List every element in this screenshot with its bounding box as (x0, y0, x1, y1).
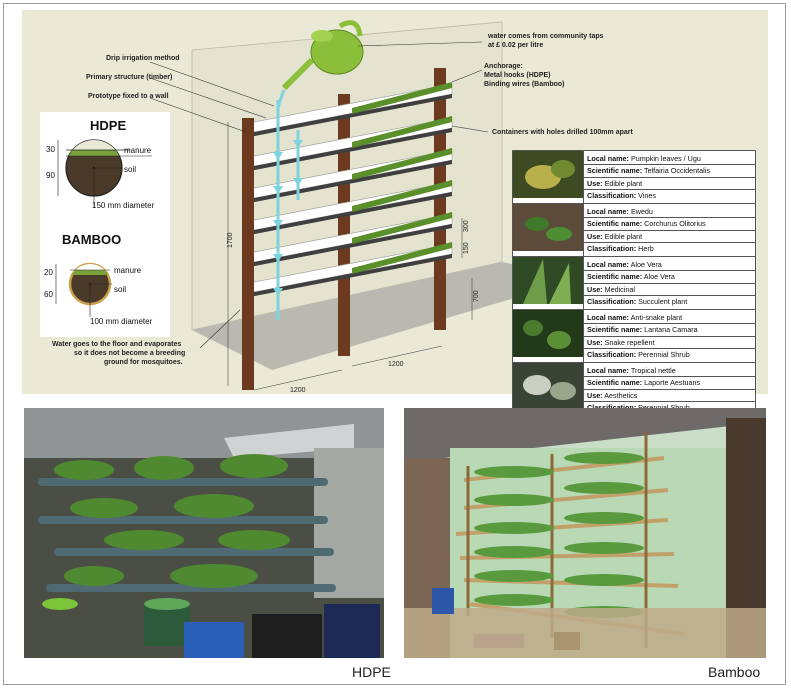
hdpe-plants (54, 454, 290, 588)
tropical-nettle-image (513, 363, 583, 410)
dim-1700: 1700 (227, 232, 234, 248)
dimension-lines (227, 122, 473, 391)
timber-post-middle (338, 94, 350, 356)
plant-info-nettle: Local name: Tropical nettle Scientific n… (583, 362, 756, 416)
pumpkin-leaf-image (513, 151, 583, 198)
plant-species-table: Local name: Pumpkin leaves / Ugu Scienti… (512, 150, 756, 416)
callout-floor-line2: so it does not become a breeding (74, 350, 185, 357)
watering-can-icon (276, 20, 364, 109)
callout-water-line1: water comes from community taps (487, 33, 604, 40)
dim-700: 700 (473, 290, 480, 302)
bamboo-dim-bottom: 60 (44, 290, 53, 299)
callout-floor-line3: ground for mosquitoes. (104, 359, 183, 366)
bamboo-title: BAMBOO (62, 232, 121, 247)
dim-1200-front: 1200 (290, 387, 306, 394)
pipe-row-6 (243, 242, 453, 298)
bamboo-photo (404, 408, 766, 658)
dim-150: 150 (463, 242, 470, 254)
plant-row: Local name: Tropical nettle Scientific n… (512, 362, 756, 416)
plant-row: Local name: Aloe Vera Scientific name: A… (512, 256, 756, 310)
plant-photo-ewedu (512, 203, 584, 257)
callout-anchorage-line1: Metal hooks (HDPE) (484, 72, 551, 79)
bamboo-dim-top: 20 (44, 268, 53, 277)
ewedu-image (513, 204, 583, 251)
dim-1200-side: 1200 (388, 361, 404, 368)
callout-containers: Containers with holes drilled 100mm apar… (492, 129, 633, 136)
callout-anchorage-line2: Binding wires (Bamboo) (484, 81, 565, 88)
plant-photo-nettle (512, 362, 584, 416)
pipe-rows (243, 82, 453, 298)
hdpe-wall-photo (24, 408, 384, 658)
water-arrowheads (273, 140, 303, 296)
hdpe-manure-label: manure (124, 146, 152, 155)
callout-drip-irrigation: Drip irrigation method (106, 55, 180, 62)
plant-info-pumpkin: Local name: Pumpkin leaves / Ugu Scienti… (583, 150, 756, 204)
bamboo-manure-label: manure (114, 266, 142, 275)
pipe-row-4 (243, 180, 453, 236)
bamboo-section (55, 262, 112, 317)
plant-row: Local name: Pumpkin leaves / Ugu Scienti… (512, 150, 756, 204)
plant-photo-lantana (512, 309, 584, 363)
plant-info-lantana: Local name: Anti-snake plant Scientific … (583, 309, 756, 363)
bamboo-wall-photo (404, 408, 766, 658)
callout-floor-line1: Water goes to the floor and evaporates (52, 341, 181, 348)
hdpe-dim-bottom: 90 (46, 171, 55, 180)
aloe-vera-image (513, 257, 583, 304)
callout-anchorage-title: Anchorage: (484, 63, 523, 70)
leader-lines (149, 41, 489, 349)
bamboo-soil-label: soil (114, 285, 126, 294)
plant-photo-aloe (512, 256, 584, 310)
diagram-canvas: 1700 700 300 150 1200 1200 Drip irrigati… (52, 20, 633, 394)
hdpe-section (57, 139, 152, 208)
hdpe-pipe-rows (38, 478, 336, 592)
plant-info-ewedu: Local name: Ewedu Scientific name: Corch… (583, 203, 756, 257)
hdpe-photo (24, 408, 384, 658)
hdpe-diameter-label: 150 mm diameter (92, 201, 155, 210)
plant-row: Local name: Ewedu Scientific name: Corch… (512, 203, 756, 257)
lantana-image (513, 310, 583, 357)
callout-primary-structure: Primary structure (timber) (86, 74, 172, 81)
cross-section-inset: HDPE 30 90 manure soil 150 mm diameter B… (40, 112, 170, 337)
pipe-row-3 (243, 148, 453, 204)
plant-info-aloe: Local name: Aloe Vera Scientific name: A… (583, 256, 756, 310)
floor-shadow (192, 262, 582, 370)
pipe-row-1 (243, 82, 453, 138)
plant-row: Local name: Anti-snake plant Scientific … (512, 309, 756, 363)
timber-post-front (242, 118, 254, 390)
bamboo-caption: Bamboo (708, 664, 761, 680)
hdpe-dim-top: 30 (46, 145, 55, 154)
cross-section-canvas: HDPE 30 90 manure soil 150 mm diameter B… (44, 118, 155, 326)
plant-photo-pumpkin (512, 150, 584, 204)
hdpe-title: HDPE (90, 118, 126, 133)
callout-prototype-wall: Prototype fixed to a wall (88, 93, 169, 100)
bamboo-diameter-label: 100 mm diameter (90, 317, 153, 326)
hdpe-soil-label: soil (124, 165, 136, 174)
hdpe-caption: HDPE (352, 664, 391, 680)
callout-water-line2: at £ 0.02 per litre (488, 42, 543, 49)
dim-300: 300 (463, 220, 470, 232)
